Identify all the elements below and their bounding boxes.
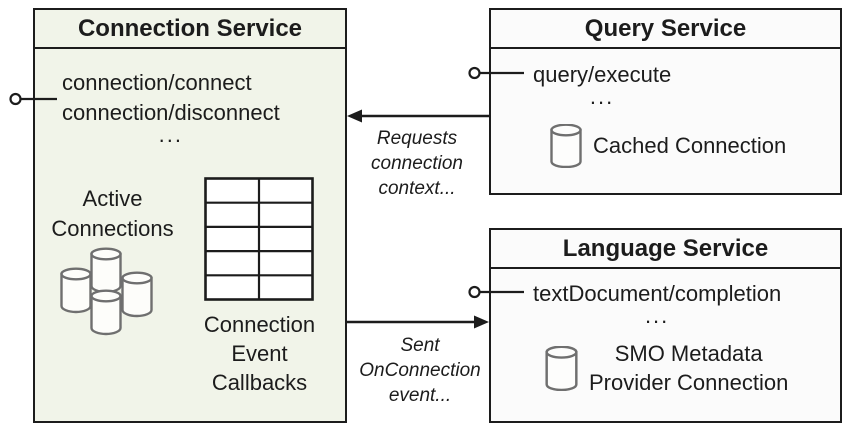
sent-arrowhead-icon <box>474 315 489 329</box>
connection-service-title: Connection Service <box>77 14 303 42</box>
language-methods: textDocument/completion ... <box>533 279 782 328</box>
smo-metadata-item: SMO Metadata Provider Connection <box>545 338 788 398</box>
active-connections-line2: Connections <box>51 216 174 241</box>
database-icon <box>545 345 578 391</box>
sent-label-line3: event... <box>388 385 452 406</box>
active-connections-line1: Active <box>82 186 143 211</box>
connection-event-callbacks-label: Connection Event Callbacks <box>187 310 332 397</box>
cylinder-bottom <box>90 289 122 336</box>
smo-label-line2: Provider Connection <box>589 370 789 395</box>
requests-connection-context-label: Requests connection context... <box>317 126 517 201</box>
language-service-title: Language Service <box>562 234 769 262</box>
sent-onconnection-event-label: Sent OnConnection event... <box>320 333 520 408</box>
callbacks-line3: Callbacks <box>211 370 308 395</box>
callbacks-line2: Event <box>231 341 288 366</box>
callbacks-line1: Connection <box>203 312 316 337</box>
connection-methods-ellipsis: ... <box>158 122 184 147</box>
requests-arrowhead-icon <box>347 109 362 123</box>
database-cluster-icon <box>60 247 153 336</box>
method-connection-disconnect: connection/disconnect <box>62 100 280 125</box>
cylinder-left <box>60 267 92 314</box>
cached-connection-item: Cached Connection <box>550 123 786 169</box>
language-methods-ellipsis: ... <box>644 303 670 328</box>
sent-label-line2: OnConnection <box>359 360 481 381</box>
cylinder-right <box>121 271 153 318</box>
requests-label-line3: context... <box>378 178 456 199</box>
database-icon <box>550 124 582 168</box>
language-service-header: Language Service <box>491 230 840 269</box>
requests-label-line1: Requests <box>376 128 458 149</box>
cached-connection-label: Cached Connection <box>593 133 787 158</box>
requests-arrow <box>347 109 489 123</box>
sent-label-line1: Sent <box>400 335 440 356</box>
query-service-box: Query Service query/execute ... Cached C… <box>489 8 842 195</box>
requests-label-line2: connection <box>371 153 463 174</box>
method-connection-connect: connection/connect <box>62 70 252 95</box>
connection-service-box: Connection Service connection/connect co… <box>33 8 347 423</box>
active-connections-label: Active Connections <box>45 184 180 244</box>
connection-service-header: Connection Service <box>35 10 345 49</box>
callbacks-table-icon <box>204 177 314 301</box>
query-methods: query/execute ... <box>533 60 672 109</box>
smo-metadata-label: SMO Metadata Provider Connection <box>589 339 788 397</box>
cylinder-top <box>90 247 122 294</box>
smo-label-line1: SMO Metadata <box>614 341 763 366</box>
query-service-title: Query Service <box>584 14 747 42</box>
method-query-execute: query/execute <box>533 62 672 87</box>
query-methods-ellipsis: ... <box>589 84 615 109</box>
connection-methods: connection/connect connection/disconnect… <box>62 68 280 147</box>
method-textdocument-completion: textDocument/completion <box>533 281 782 306</box>
query-service-header: Query Service <box>491 10 840 49</box>
language-service-box: Language Service textDocument/completion… <box>489 228 842 423</box>
sent-arrow <box>346 315 489 329</box>
